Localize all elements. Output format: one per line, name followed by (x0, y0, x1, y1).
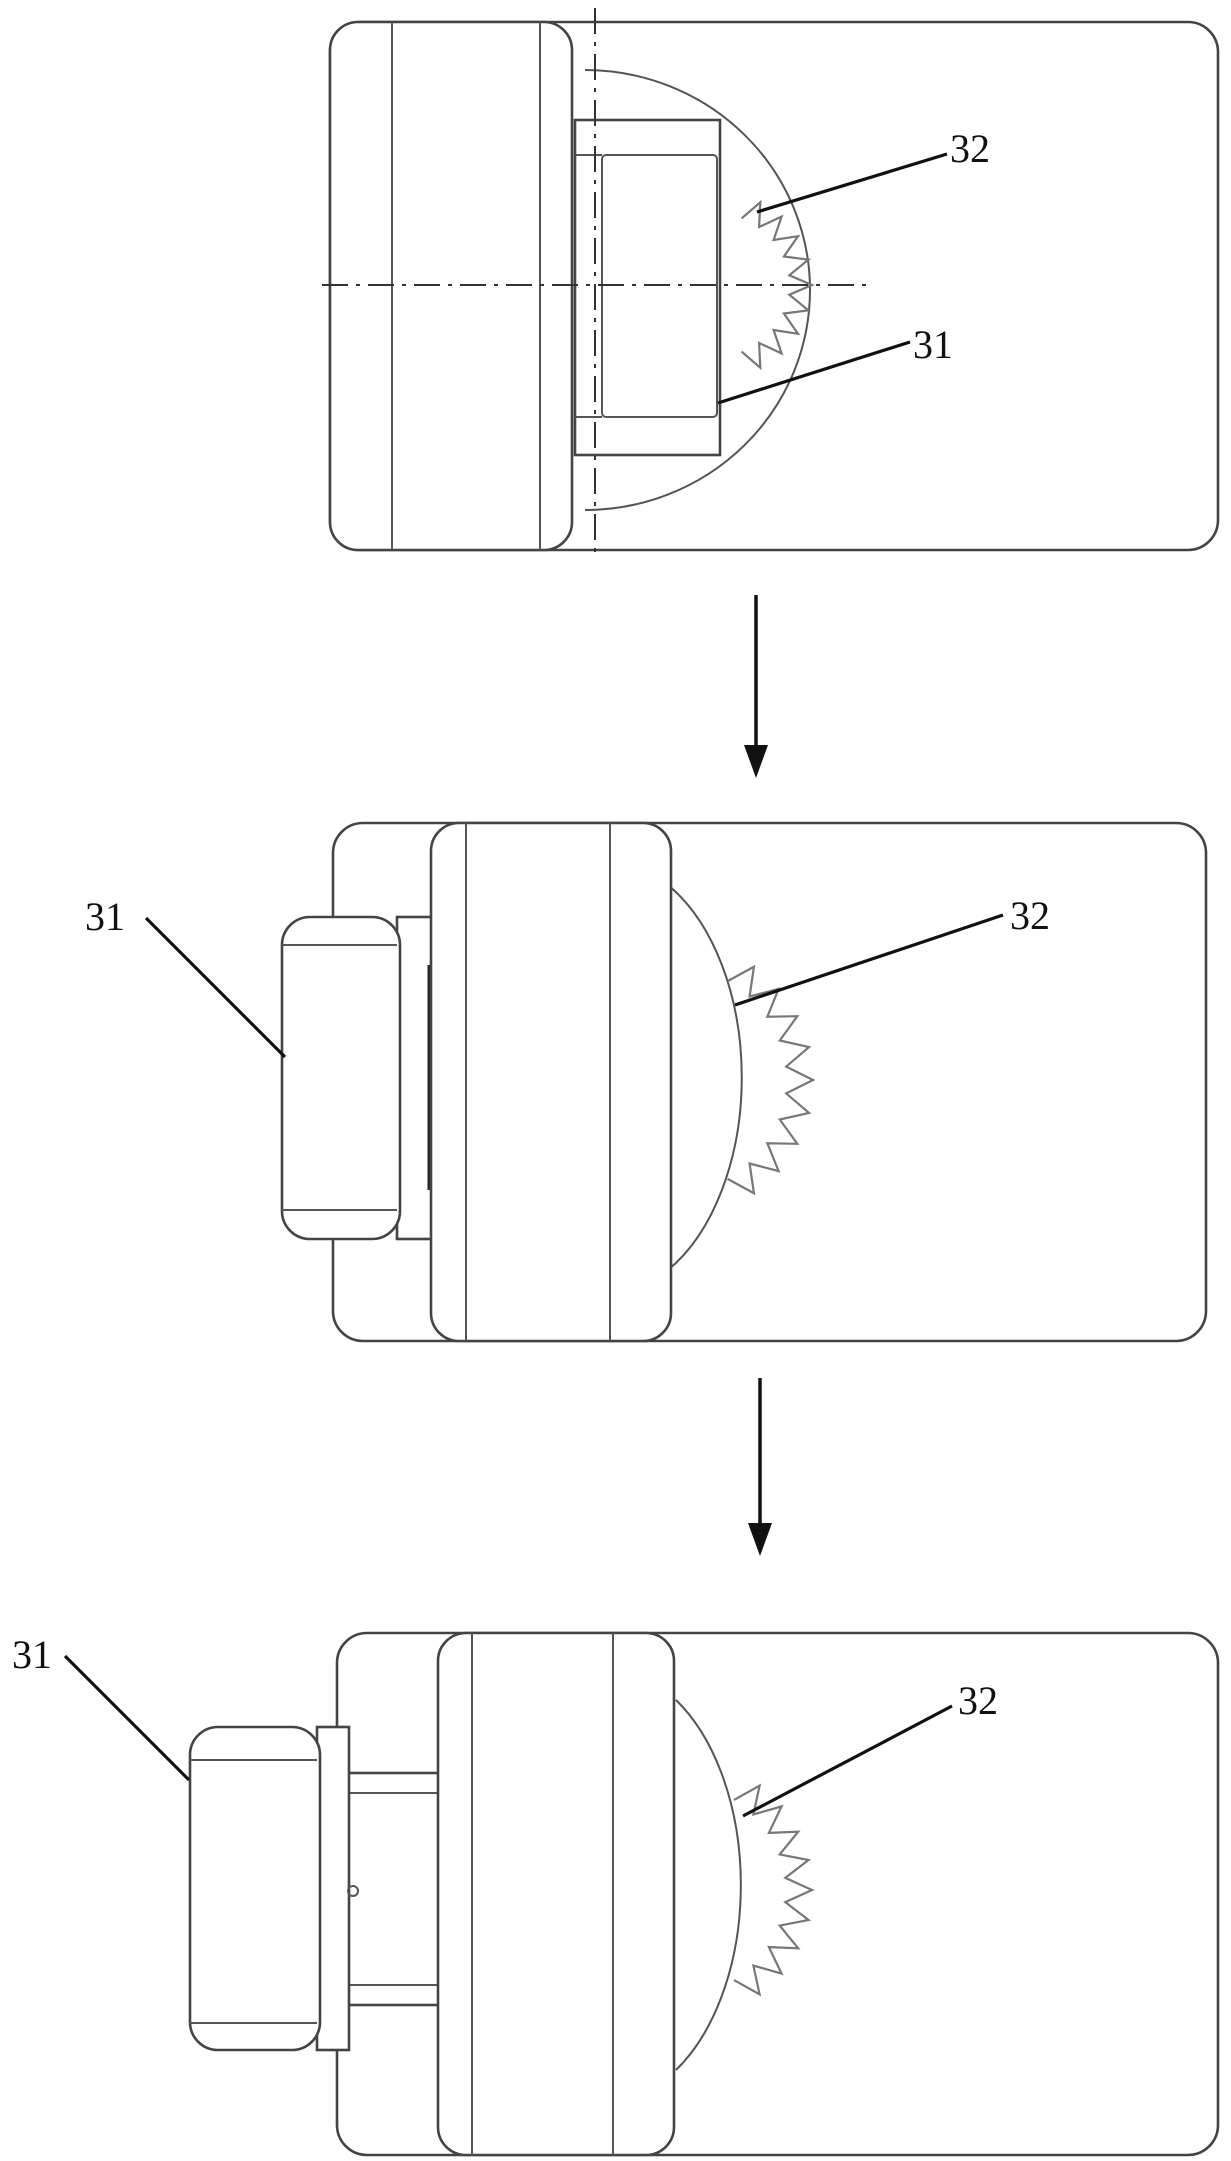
leader-line-31 (146, 918, 285, 1057)
stage-3: 31 32 (12, 1632, 1218, 2155)
arrow-head (748, 1523, 772, 1556)
label-32: 32 (950, 126, 990, 171)
actuator-head (190, 1727, 320, 2050)
arrow-down-1 (744, 595, 768, 778)
label-31: 31 (85, 894, 125, 939)
label-31: 31 (12, 1632, 52, 1677)
leader-line-31 (65, 1656, 189, 1780)
actuator-head (282, 917, 400, 1239)
actuator-collar (317, 1727, 349, 2050)
actuator-collar (575, 120, 720, 455)
arrow-down-2 (748, 1378, 772, 1556)
label-31: 31 (913, 322, 953, 367)
main-block (438, 1633, 674, 2155)
arrow-head (744, 745, 768, 778)
stage-2: 31 32 (85, 823, 1206, 1341)
stage-1: 32 31 (322, 8, 1218, 560)
actuator-shaft (345, 1773, 440, 2005)
label-32: 32 (958, 1678, 998, 1723)
label-32: 32 (1010, 893, 1050, 938)
